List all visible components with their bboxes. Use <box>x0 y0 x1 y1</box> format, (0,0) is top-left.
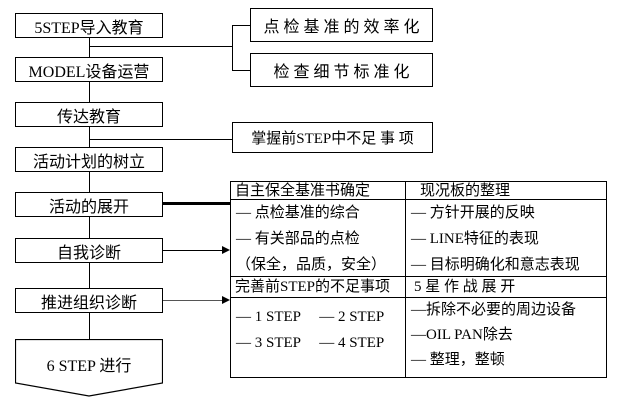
callout-check-standardization: 检 查 细 节 标 准 化 <box>250 53 433 87</box>
table-cell-five-star-items: —拆除不必要的周边设备 —OIL PAN除去 — 整理，整顿 <box>406 298 606 377</box>
step-box-convey-education: 传达教育 <box>15 102 163 127</box>
pentagon-icon <box>14 338 164 397</box>
table-item: — 整理，整顿 <box>411 352 505 368</box>
callout-label: 检 查 细 节 标 准 化 <box>273 64 410 81</box>
table-header-prev-step-fix: 完善前STEP的不足事项 <box>231 277 406 298</box>
step-label: 活动计划的树立 <box>32 153 145 171</box>
table-header-status-board: 现况板的整理 <box>406 182 606 200</box>
step-box-self-diagnosis: 自我诊断 <box>15 238 163 263</box>
step-label: 传达教育 <box>56 108 121 126</box>
self-diagnosis-arrowhead-icon <box>222 246 230 254</box>
table-item: （保全，品质，安全） <box>236 257 387 273</box>
callout-grasp-shortcomings: 掌握前STEP中不足 事 项 <box>232 122 433 153</box>
table-item: — LINE特征的表现 <box>411 231 539 247</box>
stub-callout-2-connector <box>232 70 250 71</box>
step-box-org-diagnosis: 推进组织诊断 <box>15 288 163 313</box>
branch-middle-connector <box>89 139 232 140</box>
stub-callout-1-connector <box>232 25 250 26</box>
step-label: 5STEP导入教育 <box>34 19 144 37</box>
table-item: — 目标明确化和意志表现 <box>411 257 580 273</box>
step-box-model-equipment: MODEL设备运营 <box>15 57 163 82</box>
step-label: MODEL设备运营 <box>28 63 150 81</box>
step-box-activity-plan: 活动计划的树立 <box>15 147 163 172</box>
table-item: —OIL PAN除去 <box>411 327 513 343</box>
step-box-intro-education: 5STEP导入教育 <box>15 13 163 38</box>
table-cell-status-board-items: — 方针开展的反映 — LINE特征的表现 — 目标明确化和意志表现 <box>406 200 606 277</box>
self-diagnosis-arrow-line <box>163 250 223 251</box>
table-item: — 3 STEP — 4 STEP <box>236 335 385 351</box>
bracket-connector <box>232 25 233 71</box>
table-cell-standard-book-items: — 点检基准的综合 — 有关部品的点检 （保全，品质，安全） <box>231 200 406 277</box>
step-label: 自我诊断 <box>56 244 121 262</box>
spine-connector <box>89 38 90 340</box>
table-item: — 方针开展的反映 <box>411 205 535 221</box>
table-cell-step-list: — 1 STEP — 2 STEP — 3 STEP — 4 STEP <box>231 298 406 377</box>
branch-top-connector <box>89 46 232 47</box>
step-label: 推进组织诊断 <box>40 294 137 312</box>
step-box-activity-expand: 活动的展开 <box>15 192 163 217</box>
callout-label: 掌握前STEP中不足 事 项 <box>251 131 414 147</box>
org-diagnosis-arrow-line <box>163 300 223 301</box>
callout-label: 点 检 基 准 的 效 率 化 <box>263 19 420 36</box>
final-step-shape <box>14 338 164 397</box>
org-diagnosis-arrowhead-icon <box>222 296 230 304</box>
final-step-label: 6 STEP 进行 <box>46 358 132 375</box>
table-item: — 有关部品的点检 <box>236 231 360 247</box>
table-item: —拆除不必要的周边设备 <box>411 302 577 318</box>
step-label: 活动的展开 <box>48 198 129 216</box>
table-header-five-star: 5 星 作 战 展 开 <box>406 277 606 298</box>
table-item: — 1 STEP — 2 STEP <box>236 309 385 325</box>
table-item: — 点检基准的综合 <box>236 205 360 221</box>
summary-table: 自主保全基准书确定 现况板的整理 — 点检基准的综合 — 有关部品的点检 （保全… <box>230 181 607 378</box>
callout-inspection-efficiency: 点 检 基 准 的 效 率 化 <box>250 8 433 42</box>
thick-link-connector <box>163 202 230 205</box>
table-header-standard-book: 自主保全基准书确定 <box>231 182 406 200</box>
